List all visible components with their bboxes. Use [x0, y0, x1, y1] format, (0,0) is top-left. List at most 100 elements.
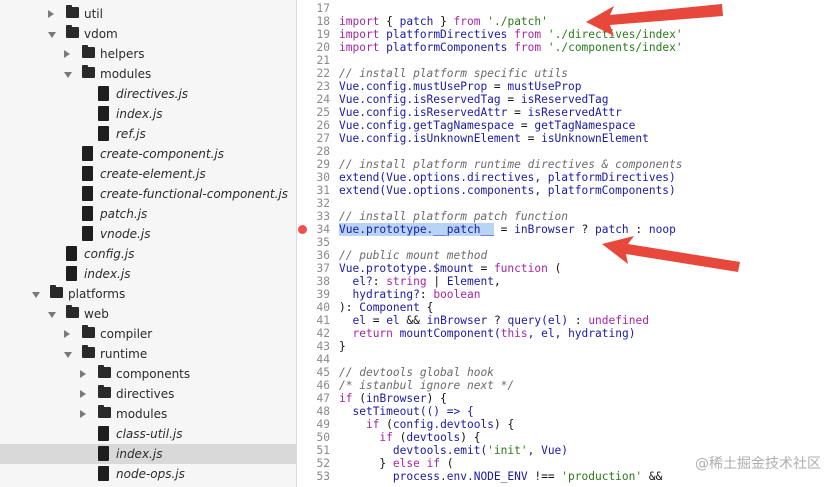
- line-number: 52: [316, 457, 330, 470]
- file-icon: [66, 246, 77, 261]
- code-text: Vue.prototype.__patch__ = inBrowser ? pa…: [339, 223, 676, 236]
- code-line[interactable]: 34 Vue.prototype.__patch__ = inBrowser ? …: [297, 223, 827, 236]
- code-line[interactable]: 28: [297, 145, 827, 158]
- code-line[interactable]: 46/* istanbul ignore next */: [297, 379, 827, 392]
- file-icon: [98, 106, 109, 121]
- line-number: 29: [316, 158, 330, 171]
- code-line[interactable]: 45 // devtools global hook: [297, 366, 827, 379]
- code-line[interactable]: 36// public mount method: [297, 249, 827, 262]
- code-line[interactable]: 17: [297, 2, 827, 15]
- code-line[interactable]: 35: [297, 236, 827, 249]
- tree-file[interactable]: create-functional-component.js: [0, 184, 296, 204]
- chevron-down-icon[interactable]: [64, 72, 72, 78]
- code-text: import { patch } from './patch': [339, 15, 548, 28]
- code-line[interactable]: 33// install platform patch function: [297, 210, 827, 223]
- chevron-right-icon[interactable]: [64, 50, 70, 58]
- file-icon: [82, 186, 93, 201]
- line-number: 31: [316, 184, 330, 197]
- chevron-down-icon[interactable]: [48, 312, 56, 318]
- code-text: // devtools global hook: [339, 366, 494, 379]
- line-number: 34: [316, 223, 330, 236]
- tree-file[interactable]: create-component.js: [0, 144, 296, 164]
- tree-folder[interactable]: helpers: [0, 44, 296, 64]
- code-line[interactable]: 44: [297, 353, 827, 366]
- chevron-right-icon[interactable]: [64, 330, 70, 338]
- tree-file[interactable]: class-util.js: [0, 424, 296, 444]
- chevron-right-icon[interactable]: [80, 370, 86, 378]
- line-number: 45: [316, 366, 330, 379]
- tree-file[interactable]: node-ops.js: [0, 464, 296, 484]
- code-text: if (devtools) {: [379, 431, 481, 444]
- line-number: 20: [316, 41, 330, 54]
- code-line[interactable]: 32: [297, 197, 827, 210]
- tree-folder[interactable]: util: [0, 4, 296, 24]
- code-line[interactable]: 51 devtools.emit('init', Vue): [297, 444, 827, 457]
- tree-item-label: runtime: [100, 347, 148, 361]
- tree-folder[interactable]: components: [0, 364, 296, 384]
- tree-file[interactable]: index.js: [0, 104, 296, 124]
- file-icon: [66, 266, 77, 281]
- code-line[interactable]: 48 setTimeout(() => {: [297, 405, 827, 418]
- code-line[interactable]: 22// install platform specific utils: [297, 67, 827, 80]
- line-number: 32: [316, 197, 330, 210]
- line-number: 21: [316, 54, 330, 67]
- code-line[interactable]: 49 if (config.devtools) {: [297, 418, 827, 431]
- code-line[interactable]: 52 } else if (: [297, 457, 827, 470]
- tree-folder[interactable]: vdom: [0, 24, 296, 44]
- tree-folder[interactable]: modules: [0, 64, 296, 84]
- tree-folder[interactable]: platforms: [0, 284, 296, 304]
- code-line[interactable]: 39 hydrating?: boolean: [297, 288, 827, 301]
- code-line[interactable]: 29// install platform runtime directives…: [297, 158, 827, 171]
- tree-file[interactable]: index.js: [0, 264, 296, 284]
- chevron-right-icon[interactable]: [80, 390, 86, 398]
- tree-item-label: helpers: [100, 47, 145, 61]
- tree-file[interactable]: create-element.js: [0, 164, 296, 184]
- code-line[interactable]: 43}: [297, 340, 827, 353]
- chevron-down-icon[interactable]: [64, 352, 72, 358]
- tree-item-label: modules: [100, 67, 152, 81]
- tree-file[interactable]: ref.js: [0, 124, 296, 144]
- tree-folder[interactable]: modules: [0, 404, 296, 424]
- tree-folder[interactable]: directives: [0, 384, 296, 404]
- tree-file[interactable]: directives.js: [0, 84, 296, 104]
- code-text: // public mount method: [339, 249, 488, 262]
- folder-icon: [66, 305, 79, 318]
- tree-file[interactable]: patch.js: [0, 204, 296, 224]
- tree-file[interactable]: vnode.js: [0, 224, 296, 244]
- chevron-right-icon[interactable]: [80, 410, 86, 418]
- code-line[interactable]: 53 process.env.NODE_ENV !== 'production'…: [297, 470, 827, 483]
- line-number: 24: [316, 93, 330, 106]
- line-number: 27: [316, 132, 330, 145]
- code-line[interactable]: 38 el?: string | Element,: [297, 275, 827, 288]
- code-line[interactable]: 50 if (devtools) {: [297, 431, 827, 444]
- chevron-down-icon[interactable]: [32, 292, 40, 298]
- chevron-right-icon[interactable]: [48, 10, 54, 18]
- chevron-down-icon[interactable]: [48, 32, 56, 38]
- code-line[interactable]: 21: [297, 54, 827, 67]
- folder-icon: [82, 325, 95, 338]
- tree-item-label: index.js: [84, 267, 131, 281]
- code-line[interactable]: 42 return mountComponent(this, el, hydra…: [297, 327, 827, 340]
- breakpoint-icon[interactable]: [298, 225, 307, 234]
- tree-folder[interactable]: web: [0, 304, 296, 324]
- tree-folder[interactable]: runtime: [0, 344, 296, 364]
- tree-folder[interactable]: compiler: [0, 324, 296, 344]
- tree-file[interactable]: config.js: [0, 244, 296, 264]
- tree-file[interactable]: index.js: [0, 444, 296, 464]
- code-line[interactable]: 40): Component {: [297, 301, 827, 314]
- file-icon: [82, 206, 93, 221]
- code-line[interactable]: 41 el = el && inBrowser ? query(el) : un…: [297, 314, 827, 327]
